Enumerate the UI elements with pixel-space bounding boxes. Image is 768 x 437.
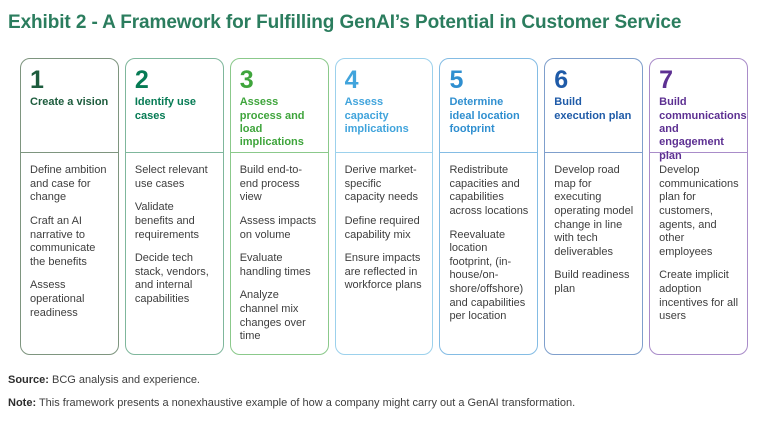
note-label: Note:	[8, 397, 37, 410]
step-header: 2 Identify use cases	[125, 59, 223, 153]
step-header: 3 Assess process and load implications	[230, 59, 328, 153]
step-item: Build readiness plan	[554, 269, 630, 295]
step-item: Reevaluate location footprint, (in-house…	[449, 228, 526, 323]
source-text: BCG analysis and experience.	[48, 374, 200, 386]
step-item: Decide tech stack, vendors, and internal…	[134, 252, 209, 305]
framework-step-card: 2 Identify use cases Select relevant use…	[124, 58, 224, 355]
framework-step-card: 1 Create a vision Define ambition and ca…	[20, 58, 119, 355]
step-heading: Create a vision	[30, 96, 109, 109]
step-heading: Identify use cases	[134, 96, 196, 122]
step-header: 5 Determine ideal location footprint	[440, 59, 538, 153]
framework-step-card: 4 Assess capacity implications Derive ma…	[334, 58, 434, 355]
framework-step-card: 7 Build communications and engagement pl…	[649, 58, 749, 355]
step-item: Assess operational readiness	[30, 279, 85, 319]
step-number: 4	[344, 66, 359, 94]
step-header: 1 Create a vision	[21, 59, 118, 153]
step-item: Derive market-specific capacity needs	[344, 164, 418, 204]
step-item: Create implicit adoption incentives for …	[659, 269, 739, 323]
framework-step-card: 3 Assess process and load implications B…	[229, 58, 329, 355]
step-heading: Determine ideal location footprint	[449, 96, 520, 136]
step-number: 3	[239, 66, 254, 94]
step-item: Validate benefits and requirements	[134, 201, 200, 241]
step-item: Define ambition and case for change	[30, 164, 107, 204]
step-item: Ensure impacts are reflected in workforc…	[344, 252, 422, 292]
framework-step-card: 5 Determine ideal location footprint Red…	[439, 58, 539, 355]
step-header: 7 Build communications and engagement pl…	[650, 59, 748, 162]
step-header: 4 Assess capacity implications	[335, 59, 433, 153]
step-heading: Build execution plan	[554, 96, 632, 122]
note-text: This framework presents a nonexhaustive …	[36, 397, 576, 410]
step-number: 5	[449, 66, 464, 94]
step-heading: Assess process and load implications	[239, 96, 305, 149]
framework-row: 1 Create a vision Define ambition and ca…	[20, 58, 749, 355]
exhibit-page: Exhibit 2 - A Framework for Fulfilling G…	[0, 12, 768, 410]
step-items: Develop communications plan for customer…	[650, 153, 747, 334]
step-items: Redistribute capacities and capabilities…	[440, 153, 537, 334]
step-item: Redistribute capacities and capabilities…	[449, 164, 529, 217]
step-item: Evaluate handling times	[239, 252, 311, 278]
step-number: 1	[30, 66, 44, 94]
step-item: Assess impacts on volume	[239, 214, 317, 241]
step-item: Build end-to-end process view	[239, 164, 303, 204]
step-items: Develop road map for executing operating…	[545, 153, 642, 307]
step-header: 6 Build execution plan	[545, 59, 643, 153]
step-item: Define required capability mix	[344, 214, 420, 241]
step-heading: Build communications and engagement plan	[659, 96, 747, 162]
step-item: Craft an AI narrative to communicate the…	[30, 214, 96, 268]
footnotes: Source: BCG analysis and experience. Not…	[8, 374, 760, 410]
exhibit-title: Exhibit 2 - A Framework for Fulfilling G…	[8, 12, 682, 33]
step-item: Develop road map for executing operating…	[554, 164, 634, 258]
note-line: Note: This framework presents a nonexhau…	[8, 397, 760, 410]
step-number: 2	[134, 66, 149, 94]
step-number: 7	[659, 66, 674, 94]
step-heading: Assess capacity implications	[344, 96, 409, 136]
framework-step-card: 6 Build execution plan Develop road map …	[544, 58, 644, 355]
step-number: 6	[554, 66, 569, 94]
source-line: Source: BCG analysis and experience.	[8, 374, 760, 387]
step-item: Develop communications plan for customer…	[659, 164, 739, 258]
source-label: Source:	[8, 374, 49, 386]
step-item: Analyze channel mix changes over time	[239, 289, 306, 343]
step-item: Select relevant use cases	[134, 164, 208, 190]
